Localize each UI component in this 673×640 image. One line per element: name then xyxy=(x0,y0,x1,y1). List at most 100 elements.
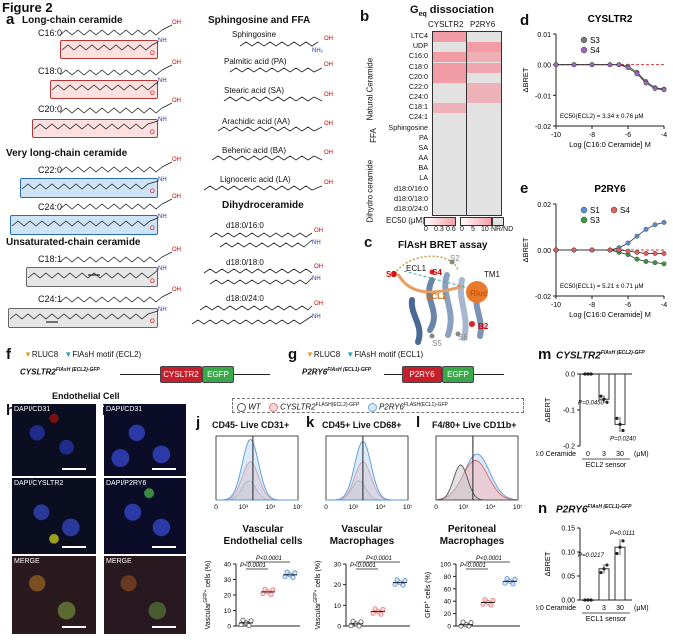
histogram-tick-label: 0 xyxy=(214,504,218,511)
heatmap-cell xyxy=(433,164,467,175)
construct-g-egfp: EGFP xyxy=(442,366,474,383)
data-point xyxy=(634,71,640,77)
x-unit-label: (μM) xyxy=(634,451,649,458)
panel-letter-k: k xyxy=(306,414,315,431)
heatmap-legend-tick: 5 xyxy=(471,226,475,233)
histogram-tick-label: 10⁴ xyxy=(266,504,276,511)
heatmap-cell xyxy=(433,174,467,185)
data-point xyxy=(605,400,609,404)
legend-marker xyxy=(580,46,588,54)
sensor-label: ECL2 sensor xyxy=(586,462,627,469)
y-tick-label: 0.05 xyxy=(561,574,575,581)
svg-text:OH: OH xyxy=(172,20,181,26)
data-point xyxy=(586,598,590,602)
heatmap-row-label: C24:0 xyxy=(408,92,428,101)
histogram-tick-label: 0 xyxy=(434,504,438,511)
heatmap-row-label: C22:0 xyxy=(408,81,428,91)
diagram-label-s2: S2 xyxy=(450,254,460,263)
x-tick-label: -6 xyxy=(625,302,631,309)
data-point xyxy=(589,598,593,602)
svg-text:NH: NH xyxy=(312,240,321,246)
data-point xyxy=(553,62,559,68)
heatmap-row-label: C24:1 xyxy=(408,112,428,122)
diagram-label-rluc: Rluc xyxy=(470,289,488,298)
heatmap-cell xyxy=(467,154,501,165)
significance-label: P<0.0001 xyxy=(476,556,502,562)
bar-chart-m: 0.0-0.1-0.2ΔBERT0330P=0.0450P=0.0240C16:… xyxy=(536,372,649,470)
data-point xyxy=(661,251,667,256)
heatmap-cell xyxy=(433,42,467,53)
significance-label: P=0.0111 xyxy=(610,531,635,537)
heatmap-cell xyxy=(433,154,467,165)
significance-label: P<0.0001 xyxy=(460,563,486,569)
data-point xyxy=(616,247,622,253)
histogram-p2ry6 xyxy=(215,438,298,501)
x-axis-label: C16:0 Ceramide xyxy=(536,451,576,458)
svg-text:NH: NH xyxy=(312,314,321,320)
heatmap-title: Geq dissociation xyxy=(410,4,494,19)
data-point xyxy=(599,394,603,398)
data-point xyxy=(488,602,494,608)
heatmap-cell xyxy=(433,143,467,154)
panel-letter-e: e xyxy=(520,180,529,197)
heatmap-row-label: Sphingosine xyxy=(388,122,428,132)
heatmap-row-label: C18:0 xyxy=(408,61,428,71)
data-point xyxy=(358,619,364,625)
ffa-label-pa: Palmitic acid (PA) xyxy=(224,57,287,66)
svg-text:OH: OH xyxy=(324,150,333,156)
y-tick-label: 0 xyxy=(337,624,341,631)
data-point xyxy=(270,587,276,593)
svg-text:NH: NH xyxy=(158,307,167,313)
legend-label: S4 xyxy=(620,206,630,215)
data-point xyxy=(510,581,516,587)
significance-label: P=0.0217 xyxy=(578,553,605,559)
data-point xyxy=(605,563,609,567)
heatmap-cell xyxy=(433,123,467,134)
y-tick-label: 20 xyxy=(444,611,452,618)
ceramide-label-c22: C22:0 xyxy=(38,165,63,175)
data-point xyxy=(652,251,658,256)
svg-text:O: O xyxy=(150,319,155,325)
data-point xyxy=(643,251,649,256)
y-tick-label: 0 xyxy=(447,624,451,631)
y-tick-label: 20 xyxy=(224,593,232,600)
data-point xyxy=(504,576,510,582)
data-point xyxy=(634,233,640,239)
dot-title-j: Vascular Endothelial cells xyxy=(223,524,303,547)
construct-g-name: P2RY6FlAsH (ECL1)-GFP xyxy=(302,367,372,377)
heatmap-legend-bar-1 xyxy=(424,217,456,226)
heatmap-cell xyxy=(433,32,467,43)
data-point xyxy=(652,222,658,228)
data-point xyxy=(589,372,593,376)
data-point xyxy=(643,259,649,264)
heading-sphingosine-ffa: Sphingosine and FFA xyxy=(208,15,311,26)
data-point xyxy=(661,87,667,93)
y-tick-label: 10 xyxy=(224,608,232,615)
ceramide-label-c20: C20:0 xyxy=(38,104,63,114)
diagram-label-ecl2: ECL2 xyxy=(426,292,447,301)
data-point xyxy=(380,606,386,612)
panel-letter-m: m xyxy=(538,346,552,363)
fit-line-s4 xyxy=(556,64,665,91)
heatmap-row-label: d18:0/24:0 xyxy=(394,203,428,213)
data-point xyxy=(268,592,274,598)
x-tick-label: -10 xyxy=(551,302,561,309)
heatmap-row-label: LTC4 xyxy=(410,31,428,40)
heading-dihydroceramide: Dihydroceramide xyxy=(222,200,304,211)
data-point xyxy=(643,80,649,86)
receptor-diagram xyxy=(391,255,488,345)
x-tick-label: -8 xyxy=(589,132,595,139)
x-axis-label: Log [C16:0 Ceramide] M xyxy=(569,140,651,149)
y-tick-label: 100 xyxy=(440,562,451,569)
heatmap-legend-bar-2 xyxy=(460,217,492,226)
y-tick-label: 0.10 xyxy=(561,550,575,557)
heatmap-legend-label: EC50 (μM) xyxy=(386,216,425,225)
panel-letter-b: b xyxy=(360,8,370,25)
heatmap-group-ffa: FFA xyxy=(368,128,378,143)
histogram-tick-label: 10³ xyxy=(349,504,359,511)
legend-label: S3 xyxy=(590,216,600,225)
y-axis-label: VascularGFP+ cells (%) xyxy=(313,561,322,630)
